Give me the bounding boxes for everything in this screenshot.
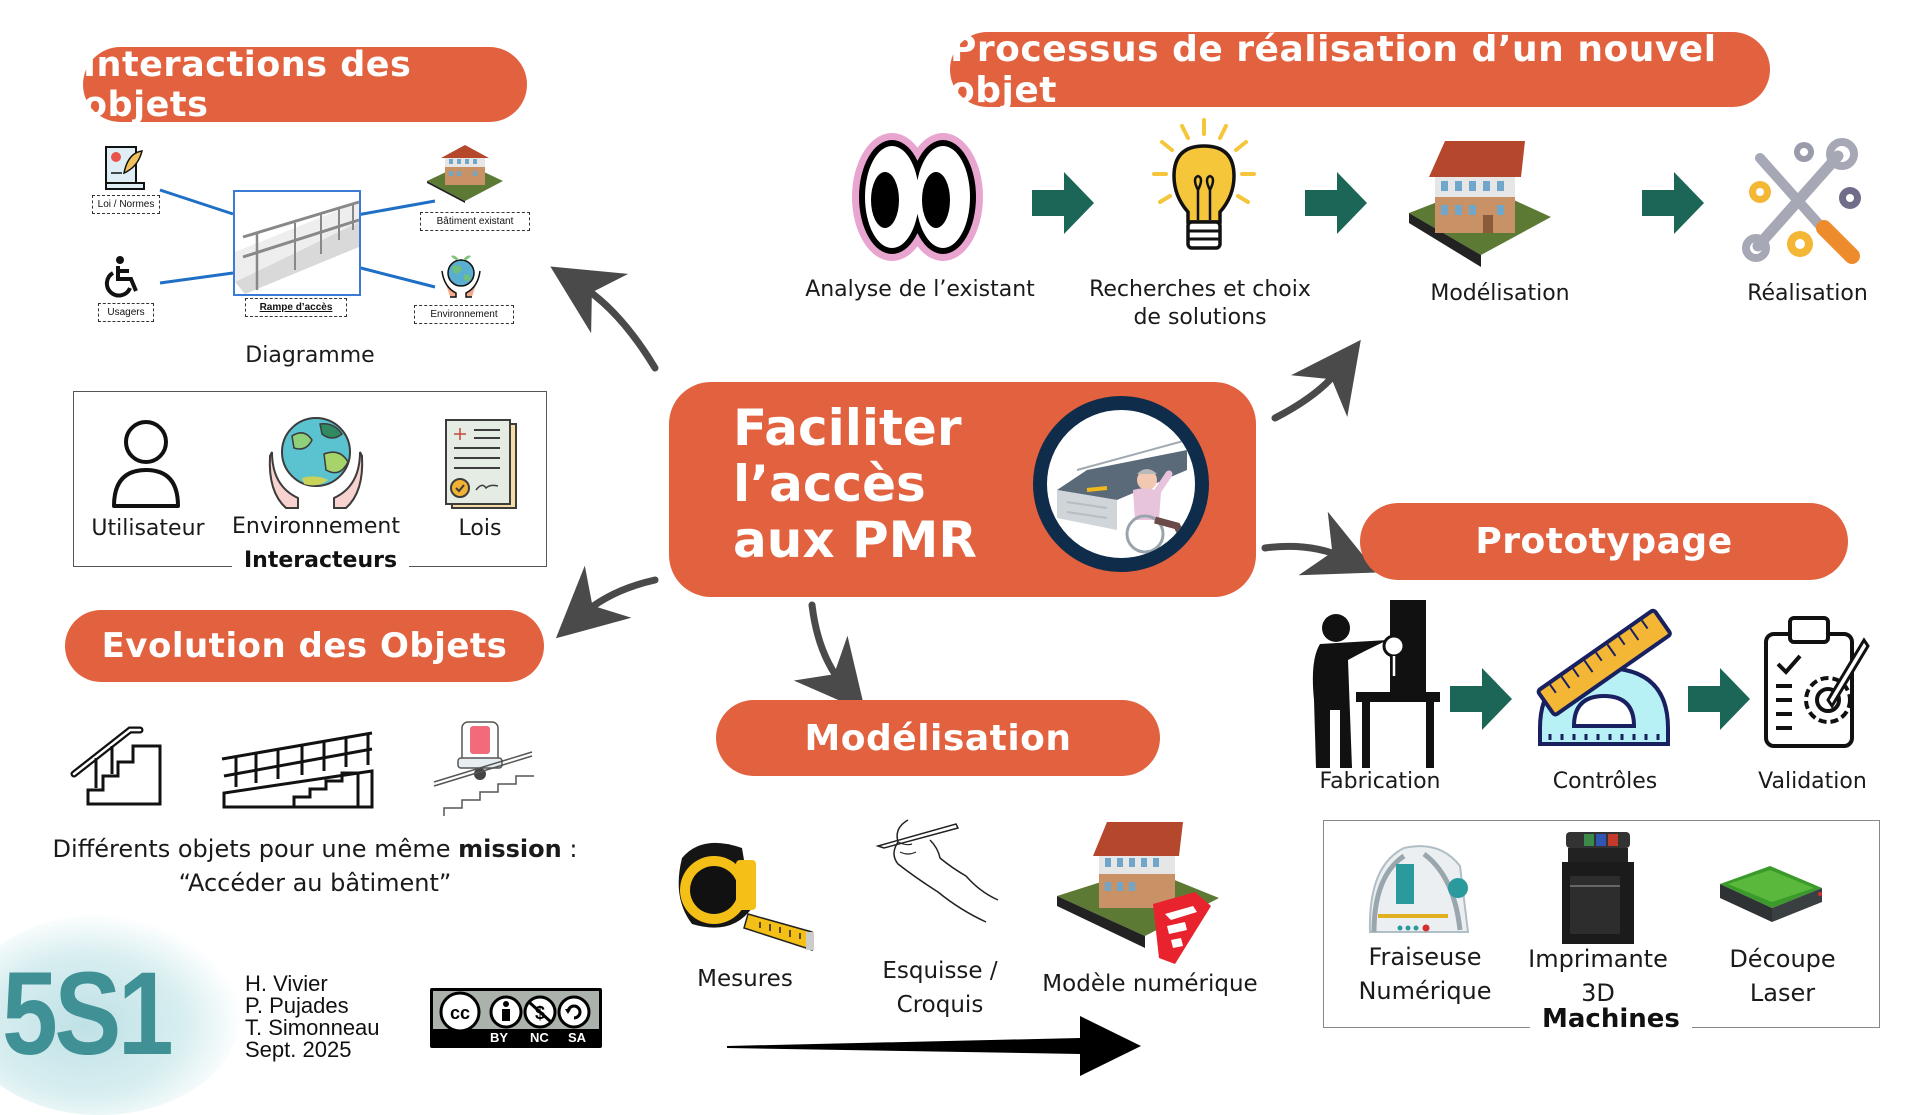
eyes-icon <box>852 133 983 261</box>
central-topic: Faciliter l’accès aux PMR <box>669 382 1256 597</box>
evolution-title: Evolution des Objets <box>65 610 544 682</box>
diagram-node-batiment: Bâtiment existant <box>420 212 530 231</box>
building-icon <box>427 145 503 203</box>
evolution-description: Différents objets pour une même mission … <box>50 834 580 864</box>
machine-label-line: Imprimante <box>1528 945 1668 973</box>
machine-label-line: Fraiseuse <box>1368 943 1482 971</box>
evolution-text-bold: mission <box>458 835 562 863</box>
legal-document-icon <box>445 419 517 509</box>
cc-license-badge[interactable]: cc $ BY NC SA <box>430 988 602 1048</box>
process-step-label: Analyse de l’existant <box>805 277 1035 302</box>
progression-arrow <box>727 1016 1141 1076</box>
process-step-label: Réalisation <box>1747 281 1868 306</box>
date: Sept. 2025 <box>245 1037 352 1062</box>
cnc-mill-icon <box>1368 845 1470 933</box>
diagram-caption: Diagramme <box>245 343 375 368</box>
machine-label-line: Découpe <box>1729 945 1836 973</box>
modelisation-step-label-line: Croquis <box>896 992 984 1018</box>
prototype-step-label: Contrôles <box>1552 769 1658 794</box>
lightbulb-icon <box>1152 118 1256 250</box>
svg-text:cc: cc <box>450 1003 470 1023</box>
machine-label: Fraiseuse Numérique <box>1330 940 1520 1008</box>
tape-measure-icon <box>678 842 814 952</box>
author: T. Simonneau <box>245 1015 380 1040</box>
machine-label-line: 3D <box>1581 979 1615 1007</box>
author: H. Vivier <box>245 971 328 996</box>
central-title: Faciliter l’accès aux PMR <box>733 400 977 568</box>
evolution-quote: “Accéder au bâtiment” <box>178 869 452 897</box>
central-title-line: Faciliter <box>733 399 962 457</box>
author: P. Pujades <box>245 993 349 1018</box>
sketchup-building-icon <box>1057 822 1219 964</box>
interacteur-label: Utilisateur <box>91 516 205 541</box>
machines-title: Machines <box>1530 1004 1692 1034</box>
interacteur-label: Environnement <box>232 514 400 539</box>
laser-cutter-icon <box>1720 866 1822 922</box>
process-step-label: Modélisation <box>1430 281 1570 306</box>
processus-title: Processus de réalisation d’un nouvel obj… <box>950 29 1770 111</box>
modelisation-step-label: Modèle numérique <box>1042 971 1258 997</box>
arrow-to-modelisation <box>793 601 866 712</box>
interactions-title: Interactions des objets <box>83 45 527 125</box>
earth-hands-icon <box>268 417 364 509</box>
evolution-text-suffix: : <box>561 835 578 863</box>
logo-5s1: 5S1 <box>2 948 174 1080</box>
diagram-lines <box>159 188 436 289</box>
arrow-right-icon <box>1450 668 1512 730</box>
prototype-step-label: Fabrication <box>1319 769 1441 794</box>
modelisation-step-label: Esquisse / Croquis <box>860 954 1020 1022</box>
authors: H. Vivier P. Pujades T. Simonneau Sept. … <box>245 973 380 1061</box>
diagram-node-environnement: Environnement <box>414 305 514 324</box>
ramp-image <box>233 190 361 296</box>
wheelchair-icon <box>104 256 138 298</box>
interacteurs-title: Interacteurs <box>232 548 410 573</box>
arrow-right-icon <box>1688 668 1750 730</box>
machine-label: Imprimante 3D <box>1510 942 1686 1010</box>
law-scroll-icon <box>105 146 145 190</box>
clipboard-gear-icon <box>1764 616 1870 748</box>
3d-building-icon <box>1409 141 1551 267</box>
user-icon <box>112 420 180 508</box>
modelisation-step-label: Mesures <box>697 966 793 992</box>
central-title-line: aux PMR <box>733 511 977 569</box>
interactions-diagram: Loi / Normes Usagers Rampe d’accès Bâtim… <box>80 135 550 345</box>
cc-nc: NC <box>530 1030 549 1045</box>
central-title-line: l’accès <box>733 455 926 513</box>
modelisation-title: Modélisation <box>716 700 1160 776</box>
arrow-right-icon <box>1032 172 1094 234</box>
ruler-protractor-icon <box>1536 608 1672 746</box>
machine-label-line: Laser <box>1749 979 1816 1007</box>
diagram-node-usagers: Usagers <box>98 303 154 322</box>
stairlift-icon <box>433 721 534 816</box>
ramp-stairs-icon <box>221 731 374 809</box>
arrow-right-icon <box>1305 172 1367 234</box>
prototypage-title: Prototypage <box>1360 503 1848 580</box>
modelisation-step-label-line: Esquisse / <box>882 958 998 984</box>
earth-hands-icon <box>441 255 481 298</box>
evolution-text-prefix: Différents objets pour une même <box>52 835 459 863</box>
drill-press-worker-icon <box>1312 600 1440 768</box>
tools-gears-icon <box>1742 138 1861 264</box>
arrow-to-prototypage <box>1261 511 1377 576</box>
stairs-handrail-icon <box>70 726 162 806</box>
3d-printer-icon <box>1562 832 1634 944</box>
cc-icons: cc $ <box>439 991 591 1033</box>
cc-by: BY <box>490 1030 509 1045</box>
cc-sa: SA <box>568 1030 587 1045</box>
process-step-label: Recherches et choix de solutions <box>1089 277 1311 330</box>
interacteur-label: Lois <box>458 516 502 541</box>
hand-sketch-icon <box>875 819 999 923</box>
prototype-step-label: Validation <box>1758 769 1867 794</box>
machine-label: Découpe Laser <box>1695 942 1870 1010</box>
arrow-to-interactions <box>550 266 659 372</box>
machine-label-line: Numérique <box>1358 977 1492 1005</box>
diagram-node-loi-normes: Loi / Normes <box>92 195 160 214</box>
arrow-to-processus <box>1271 339 1361 422</box>
diagram-center-rampe: Rampe d’accès <box>245 298 347 317</box>
arrow-right-icon <box>1642 172 1704 234</box>
arrow-to-evolution <box>555 565 659 639</box>
wheelchair-ramp-illustration <box>1033 396 1209 572</box>
